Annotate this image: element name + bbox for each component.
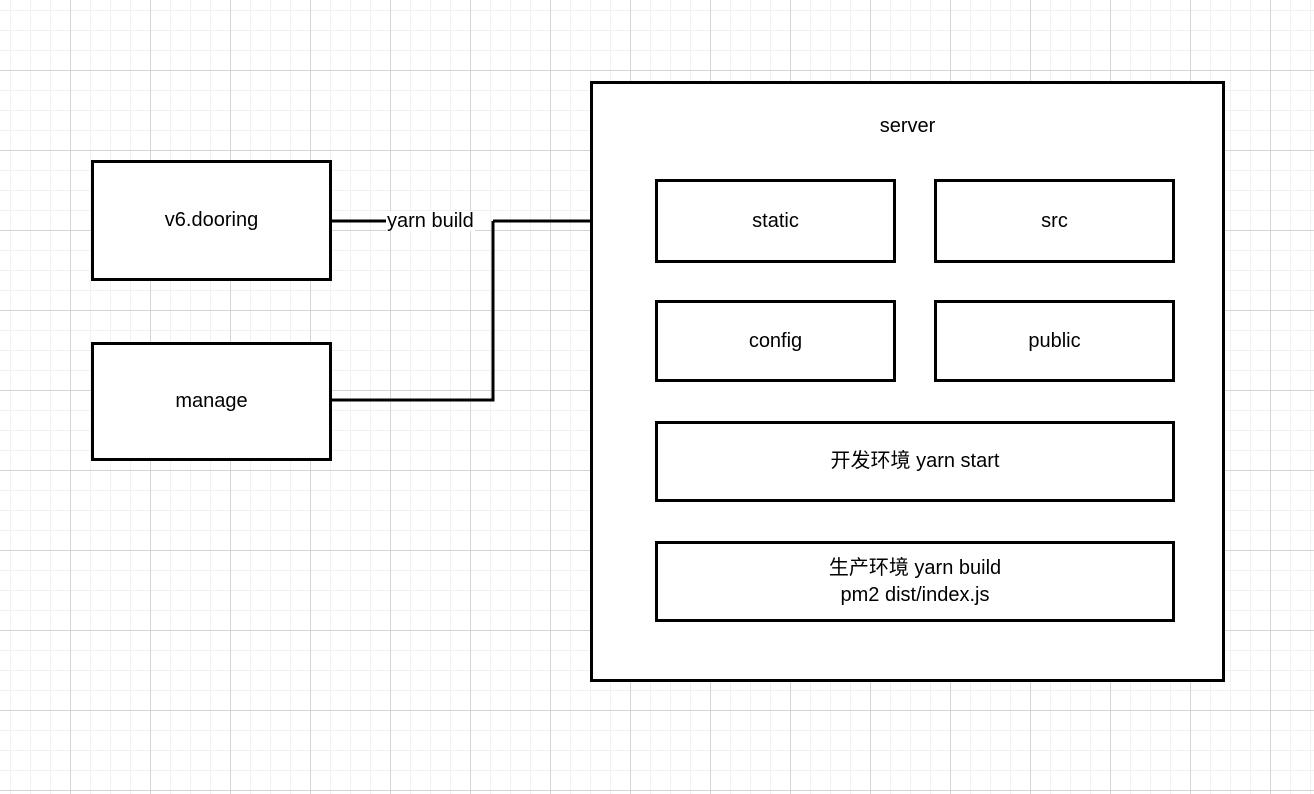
node-public-label: public xyxy=(1028,329,1081,352)
node-dev-environment[interactable]: 开发环境 yarn start xyxy=(655,421,1175,502)
node-static-label: static xyxy=(752,209,799,232)
edge-segment-manage-riser xyxy=(331,221,495,402)
node-dev-environment-label: 开发环境 yarn start xyxy=(830,450,1000,473)
node-config-label: config xyxy=(748,329,803,352)
node-manage[interactable]: manage xyxy=(91,342,332,461)
node-src-label: src xyxy=(1041,209,1068,232)
node-prod-environment-label: 生产环境 yarn build pm2 dist/index.js xyxy=(828,557,1002,606)
node-v6-dooring[interactable]: v6.dooring xyxy=(91,160,332,281)
node-config[interactable]: config xyxy=(655,300,896,382)
edge-label-yarn-build: yarn build xyxy=(386,210,475,232)
node-v6-dooring-label: v6.dooring xyxy=(164,209,259,232)
node-prod-environment[interactable]: 生产环境 yarn build pm2 dist/index.js xyxy=(655,541,1175,622)
node-public[interactable]: public xyxy=(934,300,1175,382)
node-static[interactable]: static xyxy=(655,179,896,263)
node-manage-label: manage xyxy=(175,390,248,413)
node-src[interactable]: src xyxy=(934,179,1175,263)
container-server-title: server xyxy=(879,115,936,137)
